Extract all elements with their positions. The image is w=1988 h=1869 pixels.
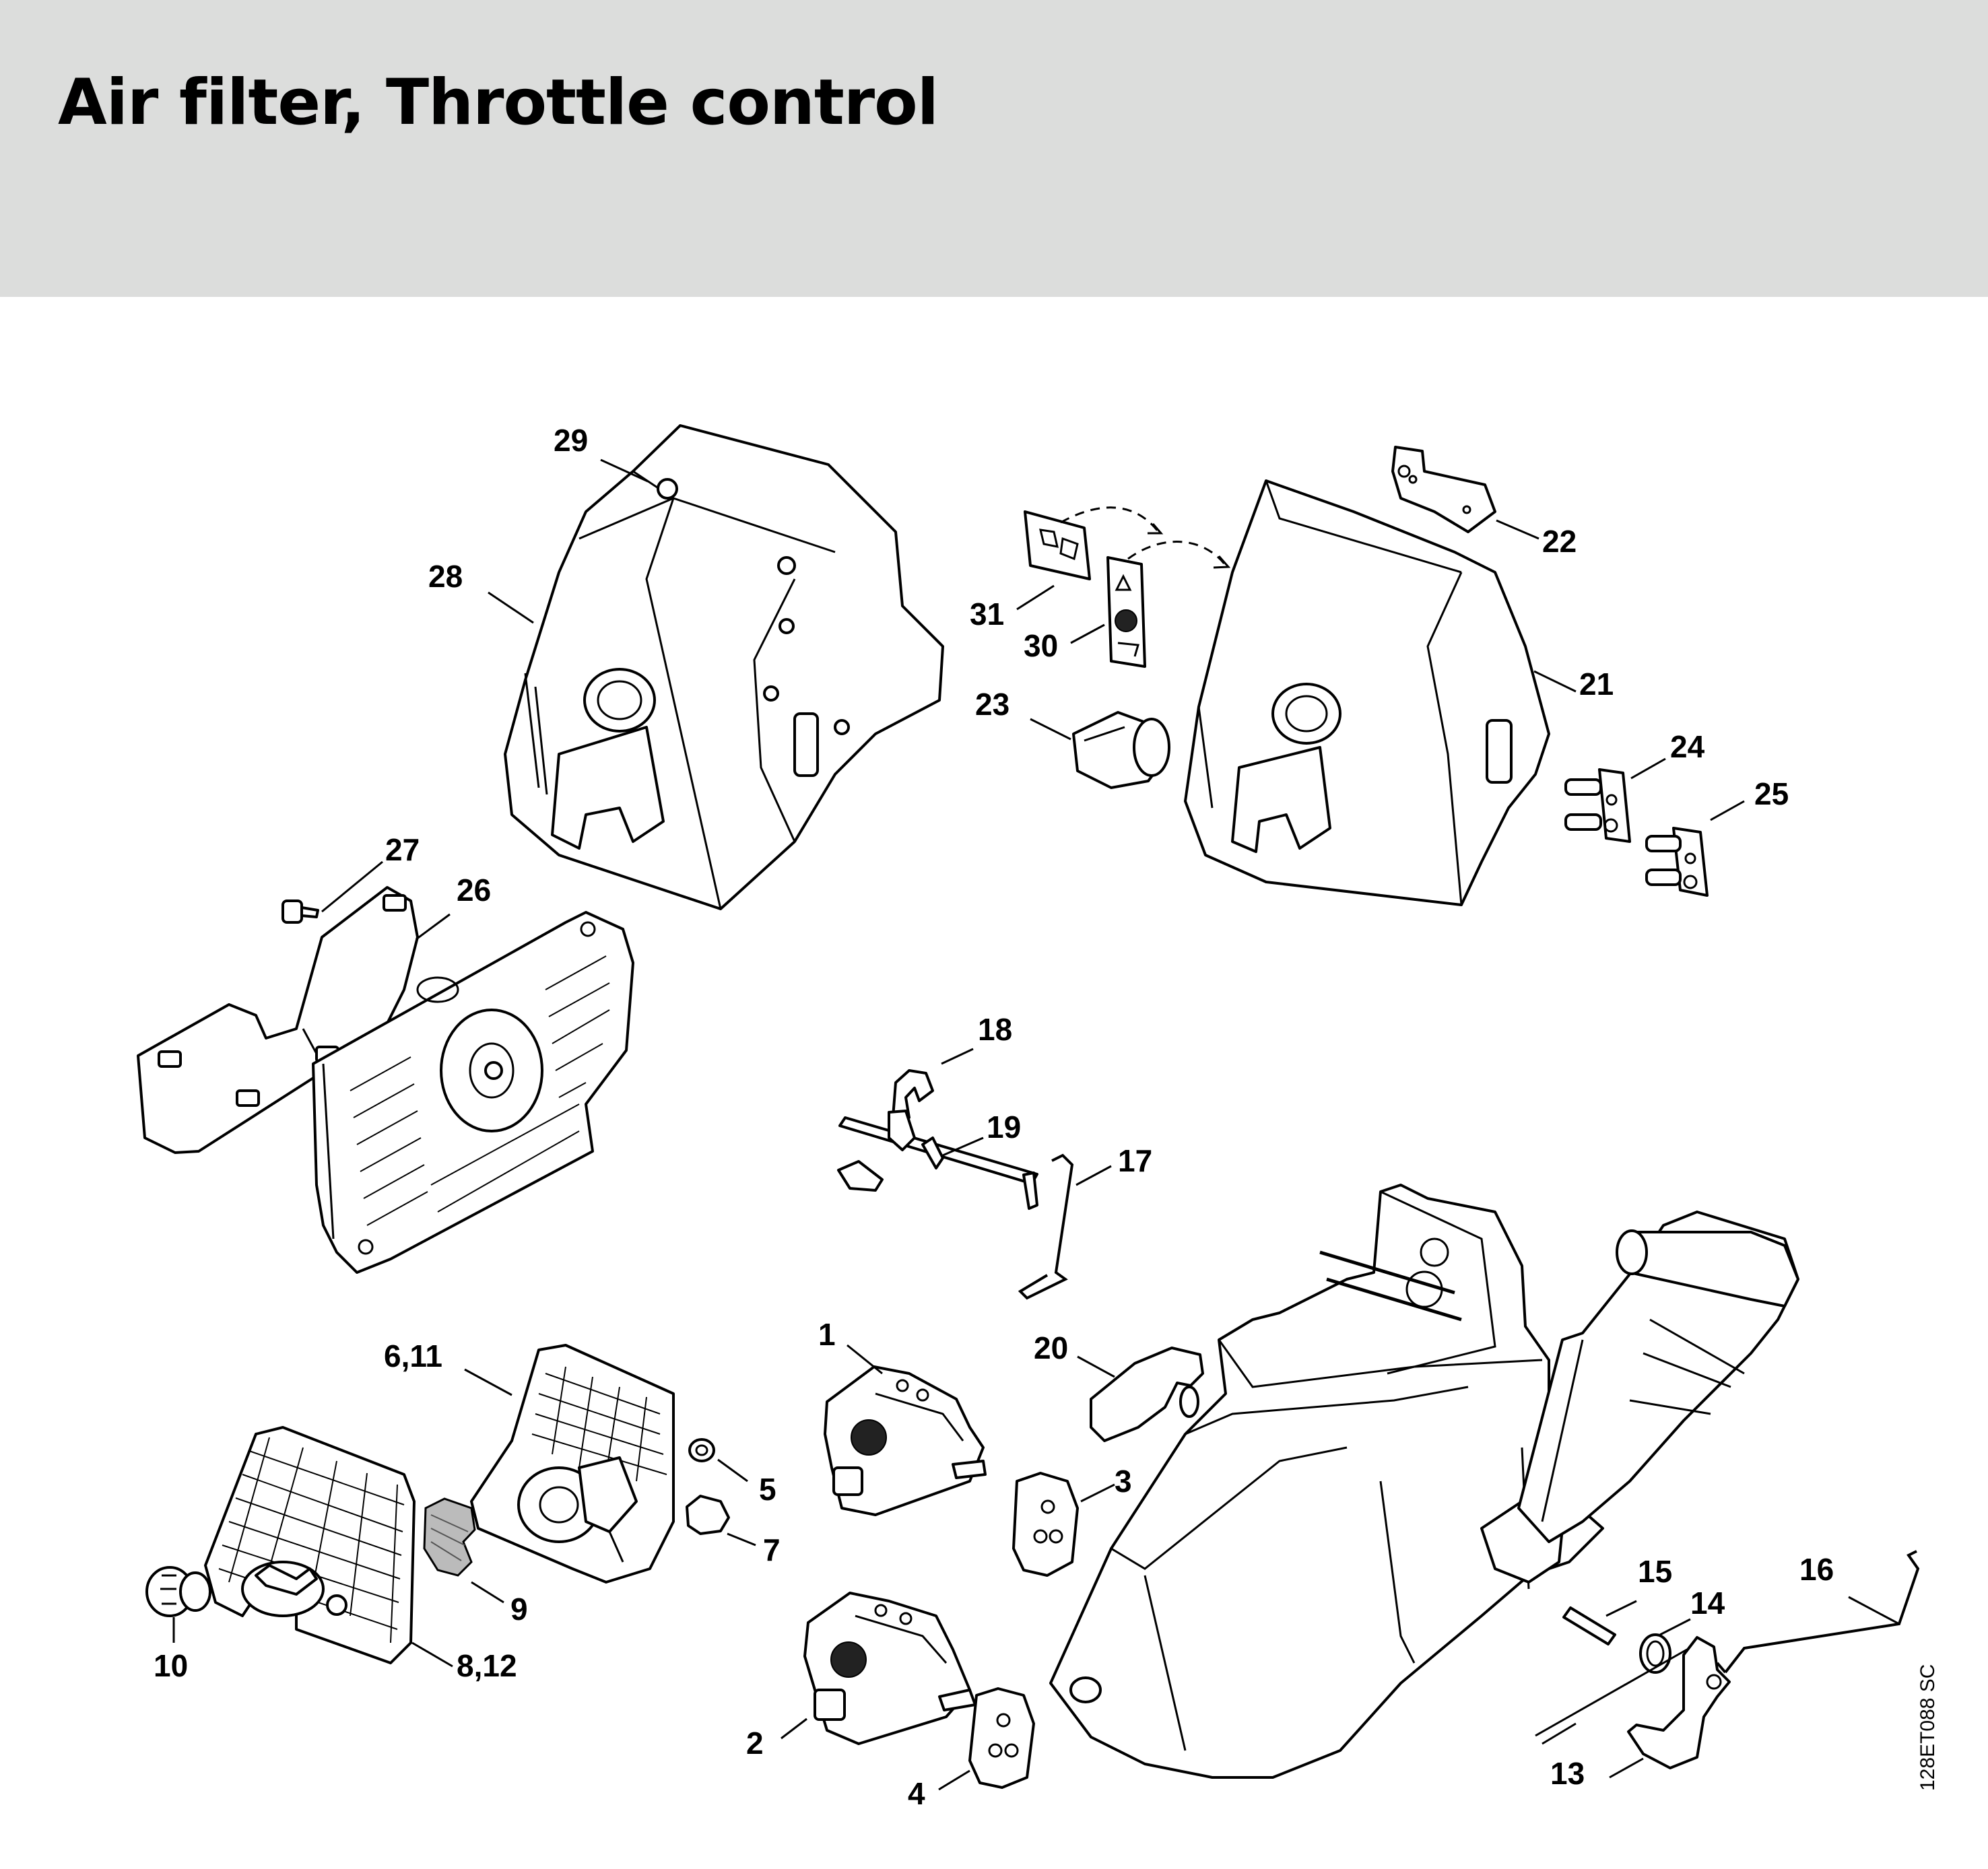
leader-16 <box>1848 1596 1900 1625</box>
leader-14 <box>1659 1618 1691 1636</box>
callout-18: 18 <box>978 1012 1012 1047</box>
callout-2: 2 <box>746 1726 764 1761</box>
part-31-label <box>1024 510 1091 580</box>
part-28-shroud <box>504 424 944 910</box>
part-20-lever <box>1090 1347 1204 1442</box>
part-22-label-plate <box>1391 446 1496 533</box>
leader-29 <box>600 458 649 483</box>
arrow-30-to-21 <box>1127 541 1227 566</box>
part-30-label <box>1106 556 1146 668</box>
callout-6-11: 6,11 <box>384 1338 442 1373</box>
callout-15: 15 <box>1638 1554 1672 1589</box>
callout-23: 23 <box>975 687 1009 722</box>
arrow-31-to-21 <box>1060 506 1160 533</box>
leader-17 <box>1075 1165 1112 1186</box>
callout-9: 9 <box>510 1592 528 1627</box>
callout-20: 20 <box>1034 1330 1068 1365</box>
part-3-gasket <box>1012 1472 1079 1577</box>
page-title: Air filter, Throttle control <box>58 66 939 139</box>
part-1-carburetor <box>824 1365 987 1516</box>
leader-23 <box>1030 718 1071 741</box>
leader-14b <box>1535 1648 1688 1745</box>
leader-2 <box>781 1718 807 1740</box>
part-16-rod <box>1716 1550 1920 1674</box>
part-5-nut <box>688 1438 715 1462</box>
callout-17: 17 <box>1118 1143 1152 1178</box>
part-4-gasket <box>968 1687 1035 1789</box>
fan-housing <box>312 911 634 1274</box>
callout-16: 16 <box>1799 1552 1834 1587</box>
part-19-shaft <box>837 1110 1038 1210</box>
leader-26 <box>416 913 451 941</box>
callout-21: 21 <box>1579 667 1614 702</box>
leader-8-12 <box>411 1641 453 1668</box>
part-15-pin <box>1562 1606 1616 1645</box>
leader-6-11 <box>464 1368 512 1396</box>
callout-14: 14 <box>1690 1586 1725 1621</box>
leader-1 <box>847 1344 883 1375</box>
part-21-shroud <box>1184 479 1550 906</box>
callout-22: 22 <box>1542 524 1577 559</box>
callout-7: 7 <box>763 1532 781 1567</box>
part-9-screen <box>423 1497 476 1577</box>
part-17-rod <box>1018 1153 1074 1300</box>
leader-15 <box>1605 1600 1637 1617</box>
leader-3 <box>1080 1483 1115 1503</box>
leader-4 <box>938 1769 970 1791</box>
part-23-cap <box>1072 711 1170 789</box>
part-27-screw <box>281 899 319 924</box>
part-7-grommet <box>686 1495 730 1535</box>
leader-24 <box>1630 757 1666 780</box>
part-10-nut <box>145 1566 211 1617</box>
part-13-trigger <box>1627 1636 1731 1769</box>
leader-31 <box>1016 584 1055 611</box>
leader-19 <box>942 1136 984 1157</box>
main-housing <box>1049 1184 1604 1779</box>
part-24-shutter <box>1564 768 1631 843</box>
callout-19: 19 <box>987 1110 1021 1145</box>
leader-25 <box>1710 800 1745 821</box>
callout-30: 30 <box>1024 628 1058 663</box>
leader-7 <box>727 1532 756 1547</box>
callout-31: 31 <box>970 597 1004 632</box>
callout-4: 4 <box>908 1776 925 1811</box>
header-band: Air filter, Throttle control <box>0 0 1988 297</box>
part-6-11-filter-housing <box>470 1344 675 1584</box>
part-25-shutter <box>1645 827 1709 897</box>
leader-22 <box>1496 519 1539 540</box>
reference-code: 128ET088 SC <box>1917 1664 1939 1791</box>
callout-10: 10 <box>154 1648 188 1683</box>
leader-9 <box>471 1581 504 1604</box>
callout-5: 5 <box>759 1472 776 1507</box>
callout-26: 26 <box>457 873 491 908</box>
leader-18 <box>941 1048 974 1065</box>
leader-20 <box>1077 1355 1115 1378</box>
leader-5 <box>717 1458 748 1483</box>
leader-21 <box>1533 670 1577 693</box>
callout-25: 25 <box>1754 776 1789 811</box>
part-2-carburetor <box>803 1592 976 1745</box>
callout-1: 1 <box>818 1317 836 1352</box>
callout-29: 29 <box>554 423 588 458</box>
exploded-parts-diagram: 29 28 22 31 30 21 23 24 25 27 26 18 19 1… <box>137 423 1939 1811</box>
callout-3: 3 <box>1115 1464 1132 1499</box>
part-8-12-filter <box>204 1426 416 1664</box>
leader-13 <box>1609 1757 1644 1779</box>
callout-8-12: 8,12 <box>457 1648 517 1683</box>
handle <box>1517 1211 1799 1543</box>
callout-28: 28 <box>428 559 463 594</box>
leader-30 <box>1070 623 1105 644</box>
callout-13: 13 <box>1550 1756 1585 1791</box>
callout-27: 27 <box>385 832 420 867</box>
callout-24: 24 <box>1670 729 1705 764</box>
leader-27 <box>321 860 383 913</box>
leader-28 <box>488 591 534 624</box>
